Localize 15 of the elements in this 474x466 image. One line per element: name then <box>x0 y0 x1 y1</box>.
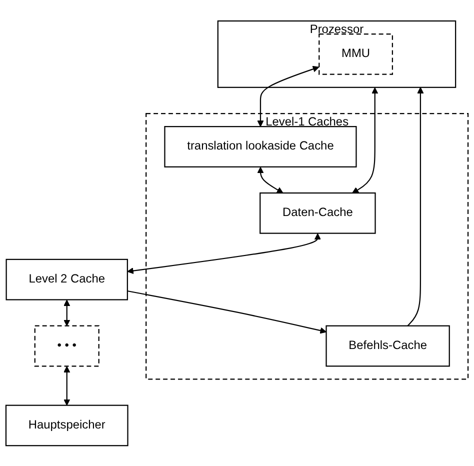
arrow <box>352 87 378 193</box>
node-box: Befehls-Cache <box>326 324 450 366</box>
arrow <box>127 290 327 334</box>
arrow <box>407 86 424 326</box>
node-box: Daten-Cache <box>260 192 376 234</box>
arrow <box>127 233 321 274</box>
arrow <box>257 66 320 127</box>
arrow <box>64 366 70 406</box>
node-box: • • • <box>34 324 100 366</box>
arrow <box>64 299 70 326</box>
node-box: Hauptspeicher <box>5 404 128 446</box>
arrow <box>257 166 284 193</box>
node-box: MMU <box>318 33 393 75</box>
node-box: translation lookaside Cache <box>164 126 357 168</box>
node-box: Level 2 Cache <box>6 258 128 300</box>
